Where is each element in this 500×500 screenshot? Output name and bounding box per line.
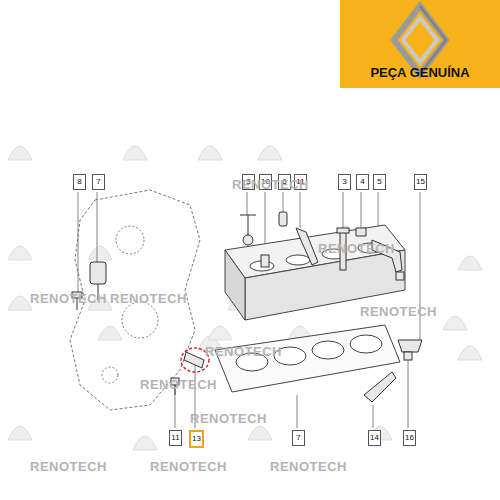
watermark: RENOTECH (30, 292, 107, 305)
bottom-parts (171, 352, 412, 402)
logo-ghost (8, 246, 32, 260)
logo-ghost (8, 146, 32, 160)
watermark: RENOTECH (232, 178, 309, 191)
logo-ghost (123, 146, 147, 160)
callout-number: 15 (414, 174, 427, 190)
renault-logo (394, 6, 446, 74)
head-gasket (215, 325, 400, 392)
watermark: RENOTECH (205, 345, 282, 358)
logo-ghost (208, 326, 232, 340)
watermark: RENOTECH (110, 292, 187, 305)
logo-ghost (198, 146, 222, 160)
watermark: RENOTECH (360, 305, 437, 318)
callout-number: 7 (292, 430, 305, 446)
logo-ghost (443, 316, 467, 330)
callout-number: 3 (338, 174, 351, 190)
logo-ghost (458, 256, 482, 270)
logo-ghost (8, 296, 32, 310)
brand-panel (340, 0, 500, 88)
logo-ghost (133, 436, 157, 450)
logo-watermarks (8, 146, 482, 450)
logo-ghost (8, 426, 32, 440)
callout-number: 7 (92, 174, 105, 190)
head-parts (240, 212, 422, 352)
valve-seat (286, 255, 310, 265)
highlight-circle (181, 348, 209, 372)
callout-number: 14 (368, 430, 381, 446)
watermark: RENOTECH (150, 460, 227, 473)
logo-ghost (458, 346, 482, 360)
watermark: RENOTECH (30, 460, 107, 473)
logo-ghost (258, 146, 282, 160)
callout-number: 5 (373, 174, 386, 190)
watermark: RENOTECH (270, 460, 347, 473)
callout-number: 13 (189, 430, 204, 448)
callout-number: 8 (73, 174, 86, 190)
callout-number: 11 (169, 430, 182, 446)
logo-ghost (88, 246, 112, 260)
bore-hole (312, 341, 344, 359)
brand-caption: PEÇA GENUÍNA (370, 66, 469, 79)
watermark: RENOTECH (318, 242, 395, 255)
watermark: RENOTECH (190, 412, 267, 425)
callout-number: 4 (356, 174, 369, 190)
logo-ghost (98, 326, 122, 340)
bore-hole (350, 335, 382, 353)
logo-ghost (248, 426, 272, 440)
watermark: RENOTECH (140, 378, 217, 391)
callout-number: 16 (403, 430, 416, 446)
